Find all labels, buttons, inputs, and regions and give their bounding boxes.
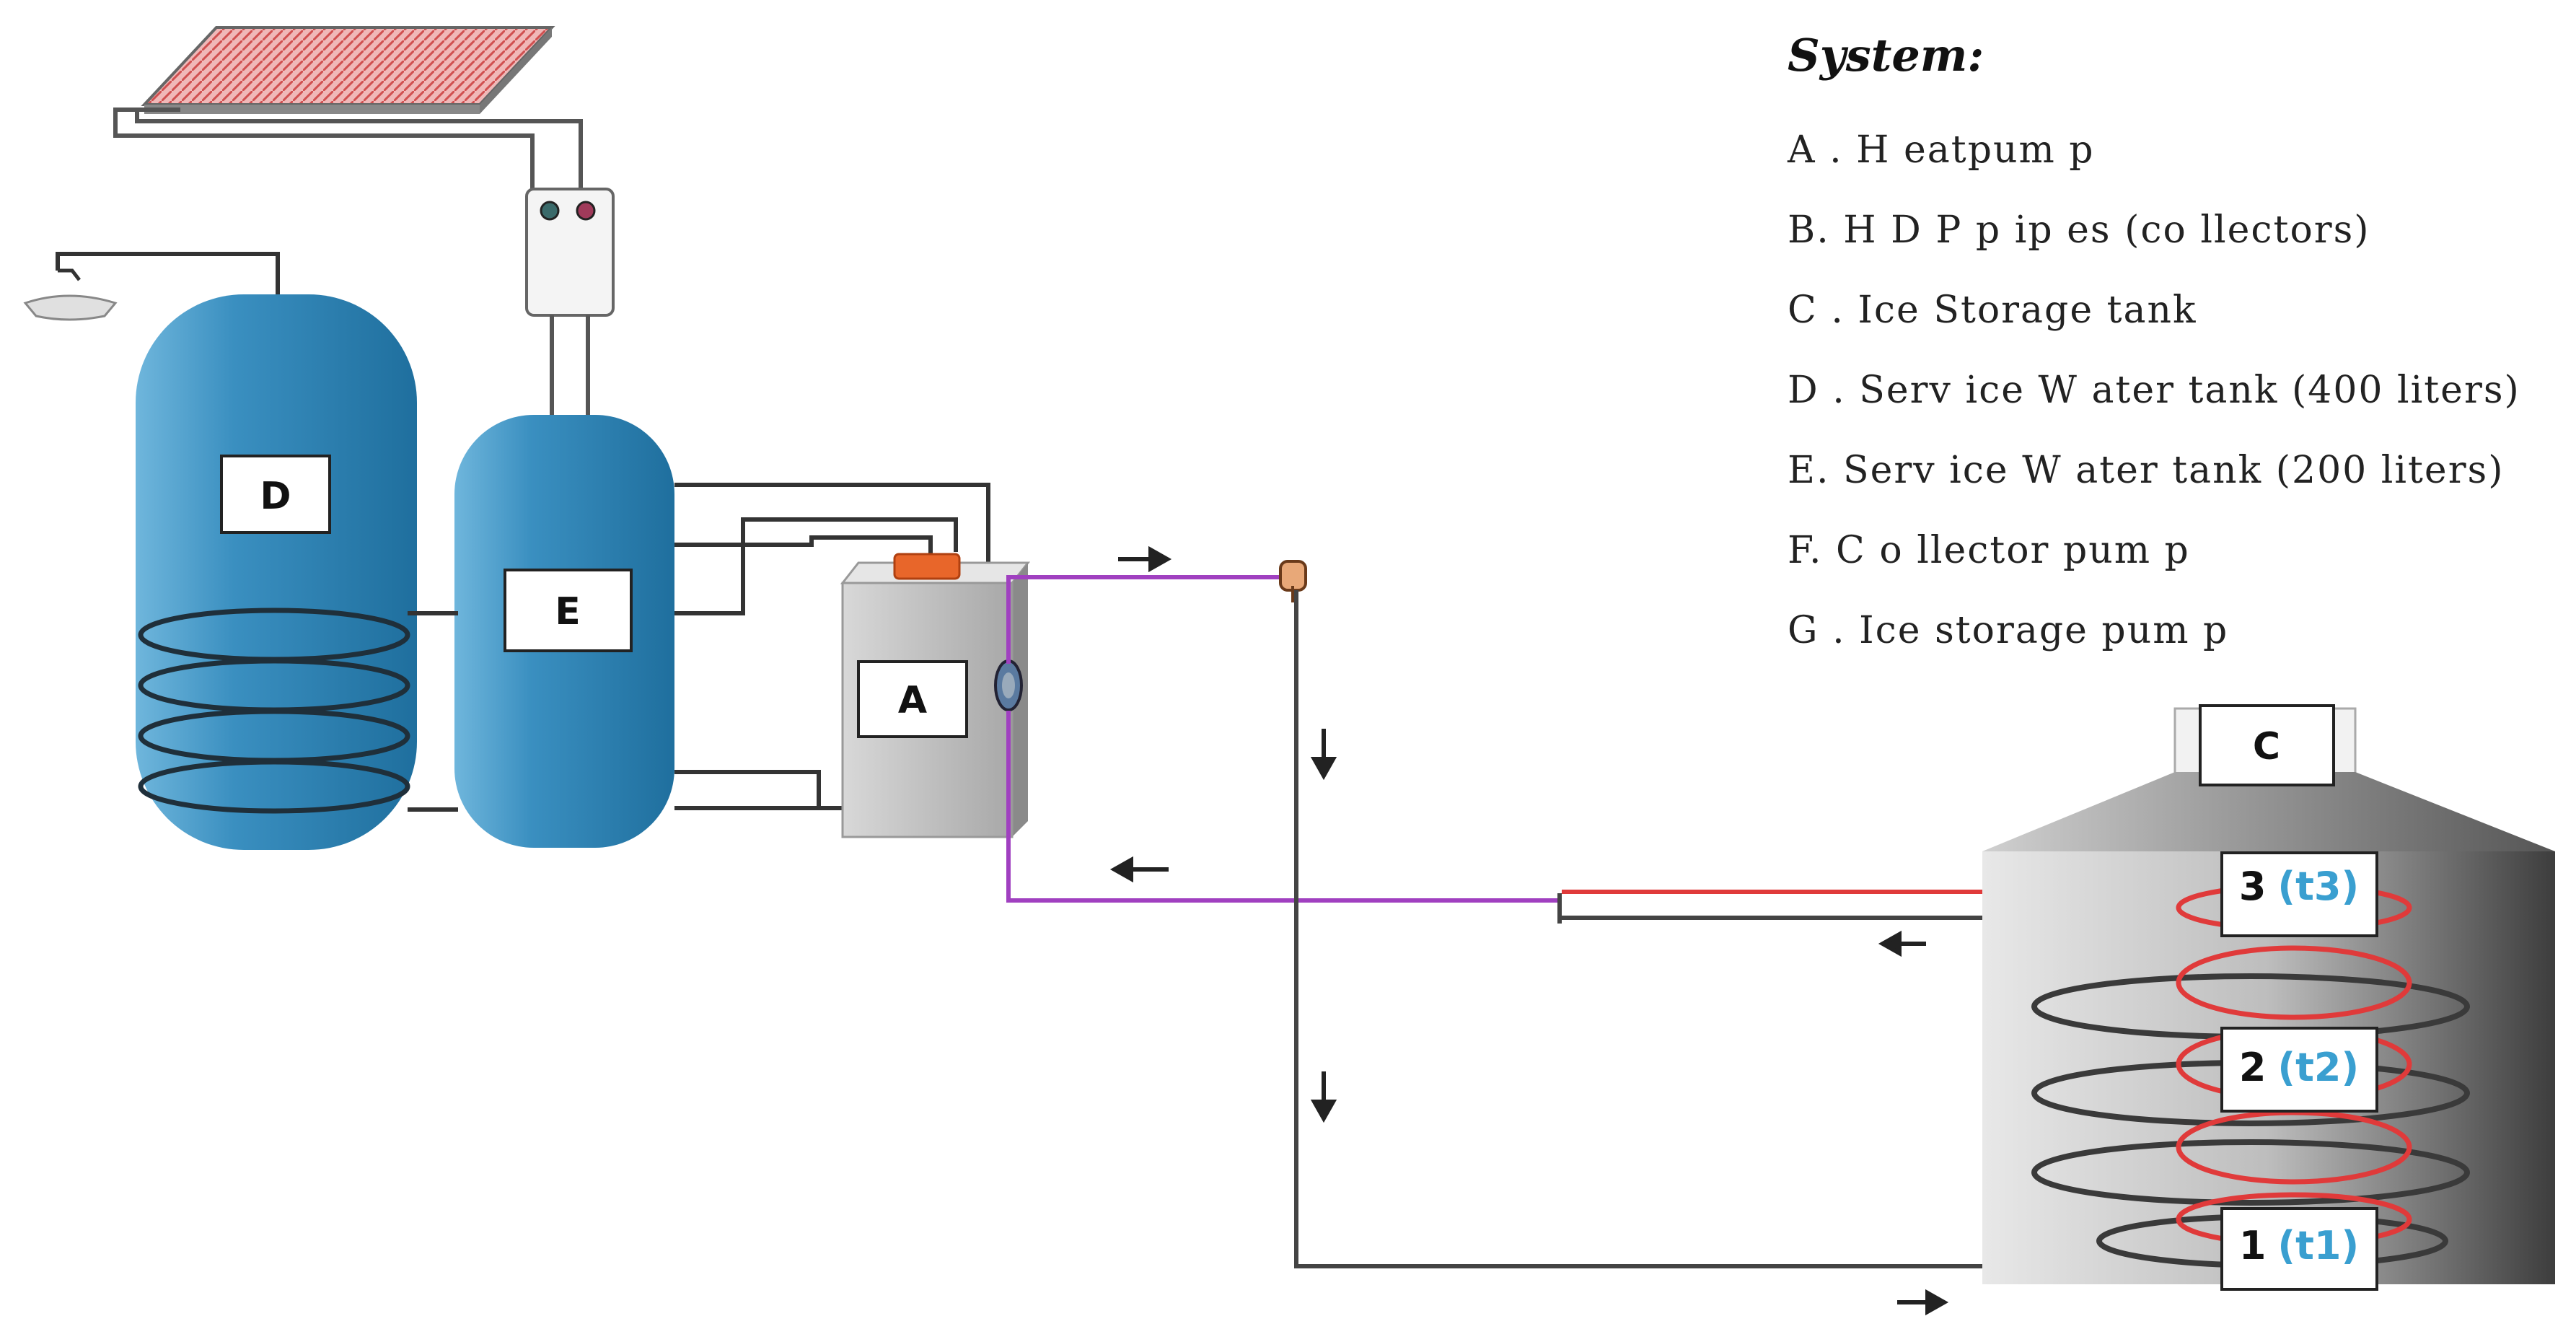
probe-number: 3 [2239,864,2267,909]
svg-text:2 (t2): 2 (t2) [2239,1045,2359,1090]
label-box-e: E [504,569,633,652]
label-a: A [898,679,927,722]
ice-storage-tank [1982,707,2555,1284]
legend-item: C . Ice Storage tank [1788,289,2197,332]
legend-item: G . Ice storage pum p [1788,609,2229,652]
legend-item: B. H D P p ip es (co llectors) [1788,209,2370,252]
collector-circuit-pipes [1294,590,2078,1268]
label-d: D [260,475,291,518]
label-box-a: A [857,660,968,738]
service-water-pipes [408,483,990,812]
legend-title: System: [1788,29,1984,82]
probe-number: 1 [2239,1223,2267,1268]
label-e: E [555,590,581,633]
legend-item: F. C o llector pum p [1788,529,2190,572]
label-c: C [2253,725,2280,768]
arrow-left-icon [1878,930,1926,957]
circulation-pump-icon [994,659,1023,711]
tank-d [136,294,417,850]
probe-tag: (t1) [2277,1223,2359,1268]
solar-controller [525,188,615,418]
arrow-right-icon [1118,545,1172,573]
probe-tag: (t2) [2277,1045,2359,1090]
solar-collector [141,26,555,114]
flow-arrows [1109,545,1949,1316]
brine-circuit-pipes [1006,575,1560,903]
probe-t2: 2 (t2) [2220,1027,2378,1113]
legend-item: D . Serv ice W ater tank (400 liters) [1788,369,2520,412]
arrow-left-icon [1109,856,1169,883]
label-box-d: D [220,455,331,534]
collector-pump-valve-icon [1279,560,1307,602]
arrow-down-icon [1310,729,1337,781]
probe-number: 2 [2239,1045,2267,1090]
probe-t1: 1 (t1) [2220,1207,2378,1291]
label-box-c: C [2199,704,2335,786]
legend-list: A . H eatpum p B. H D P p ip es (co llec… [1788,110,2567,671]
arrow-right-icon [1897,1289,1949,1316]
legend-item: A . H eatpum p [1788,128,2095,172]
arrow-down-icon [1310,1071,1337,1123]
svg-text:1 (t1): 1 (t1) [2239,1223,2359,1268]
probe-t3: 3 (t3) [2220,851,2378,937]
system-legend: System: A . H eatpum p B. H D P p ip es … [1788,29,2567,671]
solar-pipes [113,108,583,189]
svg-text:3 (t3): 3 (t3) [2239,864,2359,909]
legend-item: E. Serv ice W ater tank (200 liters) [1788,449,2505,492]
shower-head-icon [23,252,280,321]
probe-tag: (t3) [2277,864,2359,909]
